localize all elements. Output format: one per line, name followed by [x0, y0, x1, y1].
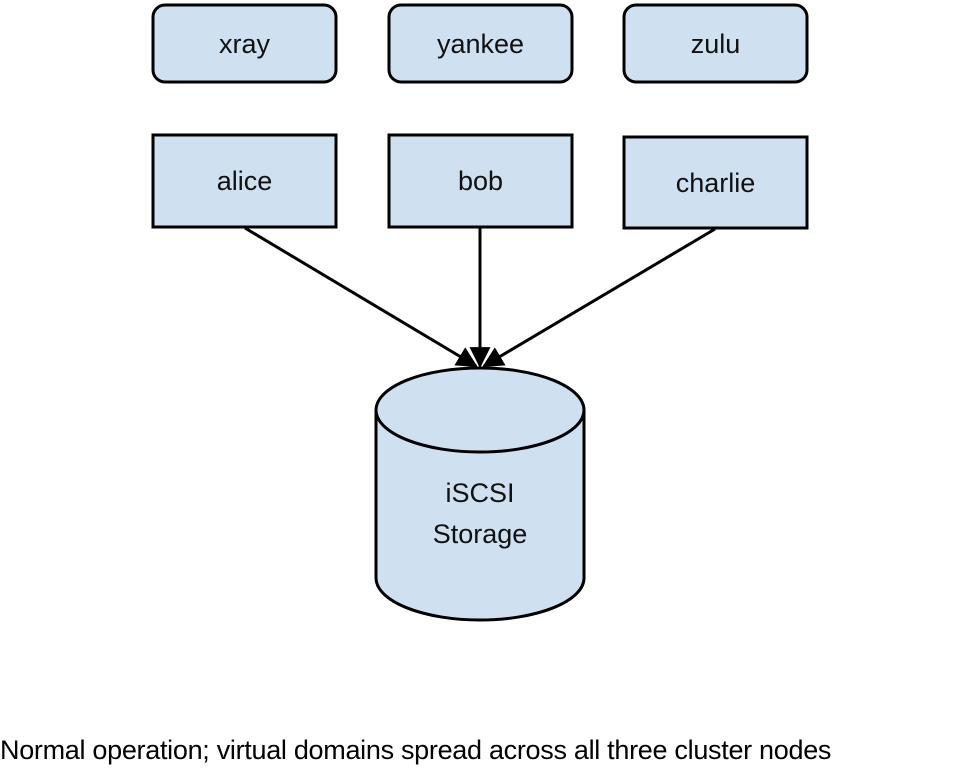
storage-cylinder: iSCSI Storage: [374, 366, 586, 622]
storage-label-line1: iSCSI: [445, 478, 514, 508]
domain-box-xray: xray: [151, 3, 338, 84]
domain-label-xray: xray: [219, 29, 271, 59]
node-label-charlie: charlie: [676, 168, 756, 198]
edge-charlie-storage: [482, 227, 716, 368]
domain-box-yankee: yankee: [387, 3, 574, 84]
node-box-bob: bob: [387, 133, 574, 229]
diagram-caption: Normal operation; virtual domains spread…: [0, 735, 832, 765]
domain-label-zulu: zulu: [691, 29, 741, 59]
node-label-bob: bob: [458, 166, 503, 196]
domain-label-yankee: yankee: [437, 29, 524, 59]
node-box-charlie: charlie: [622, 135, 809, 230]
edge-alice-storage: [244, 226, 478, 368]
domain-box-zulu: zulu: [622, 3, 809, 84]
storage-label-line2: Storage: [433, 519, 528, 549]
node-box-alice: alice: [151, 133, 338, 229]
node-label-alice: alice: [217, 166, 273, 196]
